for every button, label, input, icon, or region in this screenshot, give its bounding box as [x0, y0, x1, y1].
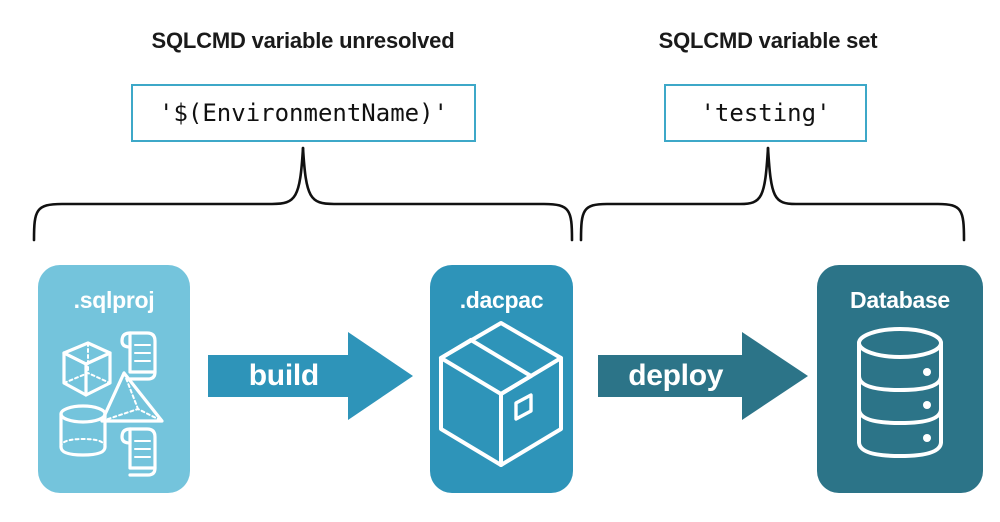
card-label-sqlproj: .sqlproj	[73, 287, 155, 313]
card-label-database: Database	[850, 287, 950, 313]
card-label-dacpac: .dacpac	[459, 287, 544, 313]
stage-card-database[interactable]: Database	[817, 265, 983, 493]
heading-sqlcmd-variable-unresolved: SQLCMD variable unresolved	[151, 28, 455, 53]
pyramid-shape-icon	[100, 371, 164, 423]
cube-shape-icon	[62, 341, 112, 397]
script-scroll-icon-top	[120, 331, 157, 381]
stage-card-sqlproj[interactable]: .sqlproj	[38, 265, 190, 493]
shapes-and-scripts-icon	[59, 331, 164, 477]
stage-card-dacpac[interactable]: .dacpac	[430, 265, 573, 493]
brace-group	[32, 146, 966, 242]
database-status-dots	[923, 368, 931, 442]
database-cylinder-icon	[857, 327, 943, 458]
package-box-icon	[439, 321, 563, 467]
brace-left-icon	[32, 146, 574, 242]
arrow-build: build	[208, 330, 413, 422]
script-scroll-icon-bottom	[120, 427, 157, 477]
arrow-deploy-shape	[598, 332, 808, 420]
arrow-deploy: deploy	[598, 330, 808, 422]
cylinder-shape-icon	[59, 404, 107, 457]
value-box-testing: 'testing'	[664, 84, 867, 142]
heading-sqlcmd-variable-set: SQLCMD variable set	[658, 28, 878, 53]
arrow-build-shape	[208, 332, 413, 420]
value-box-environment-name: '$(EnvironmentName)'	[131, 84, 476, 142]
brace-right-icon	[579, 146, 966, 242]
